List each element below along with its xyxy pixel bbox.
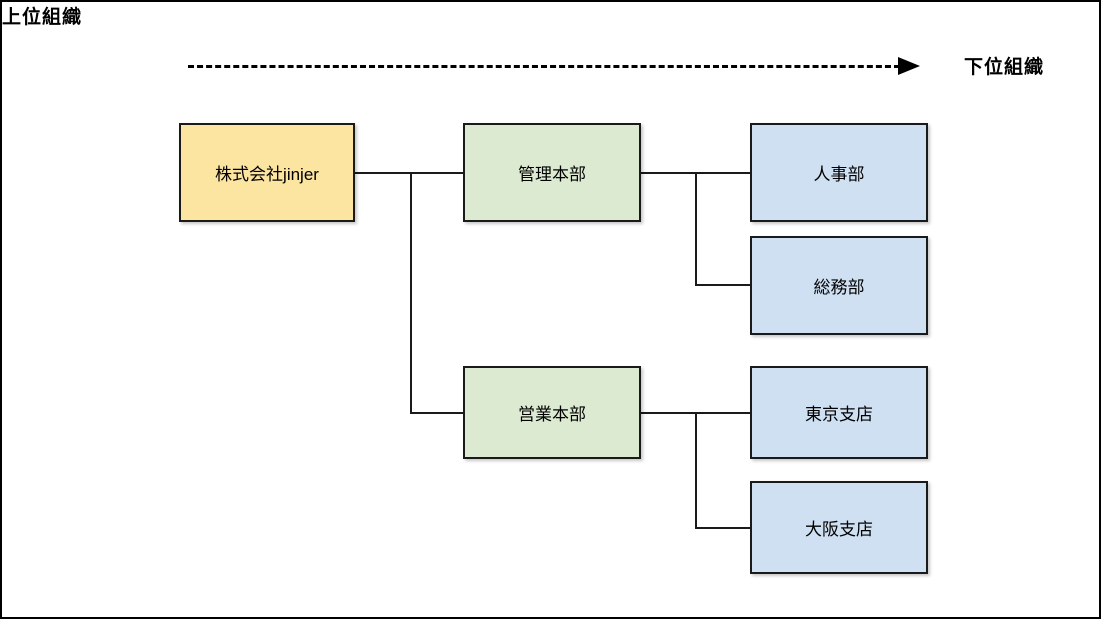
org-node-soumu-bu[interactable]: 総務部 (750, 236, 928, 335)
org-node-soumu-bu-label: 総務部 (813, 278, 865, 297)
axis-label-upper: 上位組織 (2, 7, 83, 28)
org-node-kanri-honbu-label: 管理本部 (518, 165, 586, 184)
connector-trunk-to-osaka (695, 527, 752, 529)
axis-dashed-line (188, 65, 900, 68)
arrow-right-icon (898, 57, 920, 75)
org-node-jinji-bu[interactable]: 人事部 (750, 123, 928, 222)
connector-trunk-to-eigyo (410, 412, 465, 414)
org-node-kanri-honbu[interactable]: 管理本部 (463, 123, 641, 222)
org-node-jinji-bu-label: 人事部 (813, 165, 865, 184)
axis-label-lower: 下位組織 (964, 57, 1045, 78)
connector-eigyo-to-trunk (640, 412, 697, 414)
org-node-eigyo-honbu-label: 営業本部 (518, 405, 586, 424)
connector-trunk-to-tokyo (695, 412, 752, 414)
connector-trunk-eigyo-children (695, 412, 697, 529)
connector-trunk-kanri-children (695, 172, 697, 286)
connector-trunk-to-kanri (410, 172, 465, 174)
connector-trunk-to-jinji (695, 172, 752, 174)
org-node-tokyo-shiten-label: 東京支店 (805, 405, 873, 424)
org-node-eigyo-honbu[interactable]: 営業本部 (463, 366, 641, 459)
connector-trunk-divisions (410, 172, 412, 414)
org-node-tokyo-shiten[interactable]: 東京支店 (750, 366, 928, 459)
org-node-osaka-shiten[interactable]: 大阪支店 (750, 481, 928, 574)
connector-kanri-to-trunk (640, 172, 697, 174)
connector-root-to-trunk (354, 172, 412, 174)
connector-trunk-to-soumu (695, 284, 752, 286)
org-node-root[interactable]: 株式会社jinjer (179, 123, 355, 222)
org-node-root-label: 株式会社jinjer (215, 165, 319, 184)
org-node-osaka-shiten-label: 大阪支店 (805, 520, 873, 539)
